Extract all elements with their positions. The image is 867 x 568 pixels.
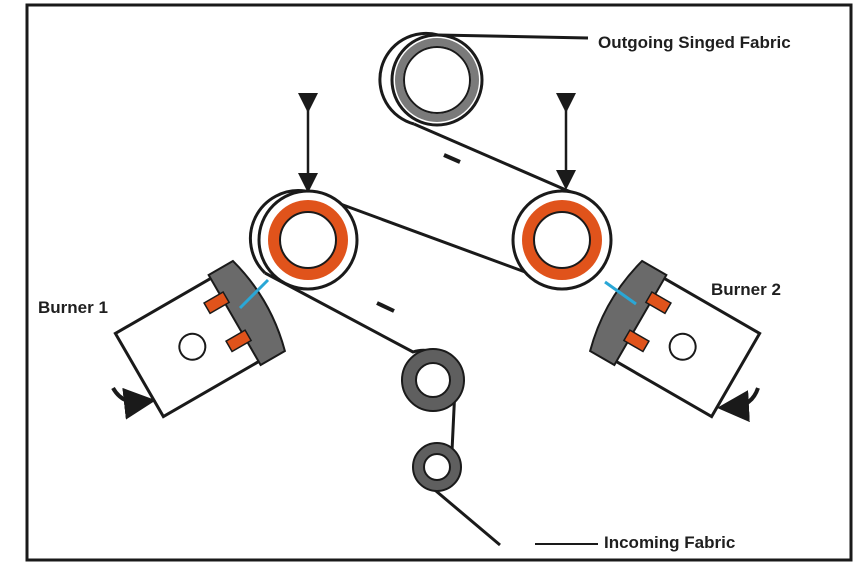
burner-2-pivot: [668, 332, 697, 361]
top-guide-roller: [390, 33, 484, 127]
fabric-direction-dash-icon: [443, 153, 461, 164]
burner-1: [113, 259, 287, 419]
fabric-span-between-rollers: [304, 189, 556, 285]
fabric-span-to-top-roller: [413, 122, 567, 192]
burner-1-flame: [238, 278, 270, 310]
burner-1-rotation-curved-arrow-icon: [111, 386, 156, 420]
burner-1-label: Burner 1: [38, 298, 108, 317]
guide-roller-medium: [401, 348, 465, 412]
singeing-roller-2: [511, 189, 613, 291]
singeing-roller-1: [257, 189, 359, 291]
burner-2-nozzle: [644, 290, 672, 315]
burner-1-nozzle: [203, 290, 231, 315]
burner-2-rotation-curved-arrow-icon: [717, 387, 760, 423]
fabric-wrap-roller-1: [248, 189, 306, 275]
outgoing-fabric-line: [378, 31, 589, 126]
burner-1-pivot: [178, 332, 207, 361]
burner-2-head: [588, 259, 668, 367]
burner-2-label: Burner 2: [711, 280, 781, 299]
burner-1-nozzle: [225, 329, 253, 353]
burner-2-flame: [604, 280, 637, 306]
incoming-fabric-label: Incoming Fabric: [604, 533, 735, 552]
burner-2: [588, 259, 762, 419]
outgoing-fabric-label: Outgoing Singed Fabric: [598, 33, 791, 52]
burner-1-head: [207, 259, 287, 367]
fabric-direction-dash-icon: [376, 301, 395, 313]
burner-2-nozzle: [622, 329, 650, 353]
guide-roller-small: [412, 442, 462, 492]
